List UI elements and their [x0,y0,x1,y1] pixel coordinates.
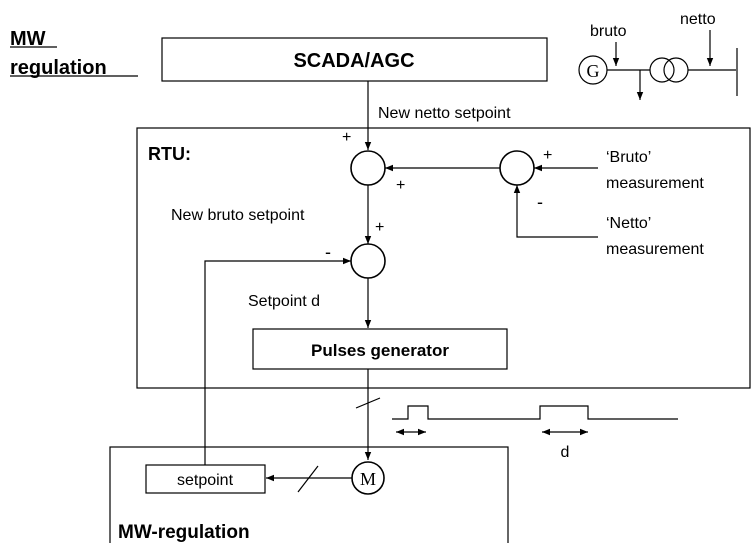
mw-regulation-box [109,446,509,543]
netto-label: netto [680,11,716,28]
sum1-plus-top: + [342,129,351,146]
new-netto-setpoint-label: New netto setpoint [378,105,511,122]
heading-line1: MW [10,28,46,50]
sum3-minus: - [325,242,331,262]
rtu-label: RTU: [148,144,191,164]
pulses-generator-label: Pulses generator [311,341,449,360]
pulse-train-waveform [392,405,678,420]
setpoint-box-label: setpoint [177,472,234,489]
new-bruto-setpoint-label: New bruto setpoint [171,207,305,224]
transformer-coil-2 [663,57,689,83]
motor-bus-slash [297,465,319,493]
summing-junction-2 [499,150,535,186]
scada-agc-label: SCADA/AGC [293,50,414,72]
generator-label: G [587,61,600,81]
sum3-plus: + [375,219,384,236]
rtu-box [136,127,751,389]
setpoint-feedback-line [204,257,351,478]
setpoint-d-label: Setpoint d [248,293,320,310]
transformer-coil-1 [649,57,675,83]
pulse-width-d-label: d [561,444,570,461]
bruto-label: bruto [590,23,627,40]
bruto-measurement-line1: ‘Bruto’ [606,149,651,166]
netto-measurement-line2: measurement [606,241,704,258]
sum2-plus: + [543,147,552,164]
pulse-bus-slash [355,397,381,409]
summing-junction-1 [350,150,386,186]
bruto-measurement-line2: measurement [606,175,704,192]
generator-transformer-inset: G bruto netto [578,11,738,100]
scada-agc-box [161,37,548,82]
heading-line2: regulation [10,57,107,79]
motor-label: M [360,469,376,489]
mw-regulation-label: MW-regulation [118,522,250,543]
netto-measurement-line [513,185,598,238]
summing-junction-3 [350,243,386,279]
sum1-plus-right: + [396,177,405,194]
setpoint-box [145,464,266,494]
pulses-generator-box [252,328,508,370]
netto-measurement-line1: ‘Netto’ [606,215,651,232]
sum2-minus: - [537,192,543,212]
